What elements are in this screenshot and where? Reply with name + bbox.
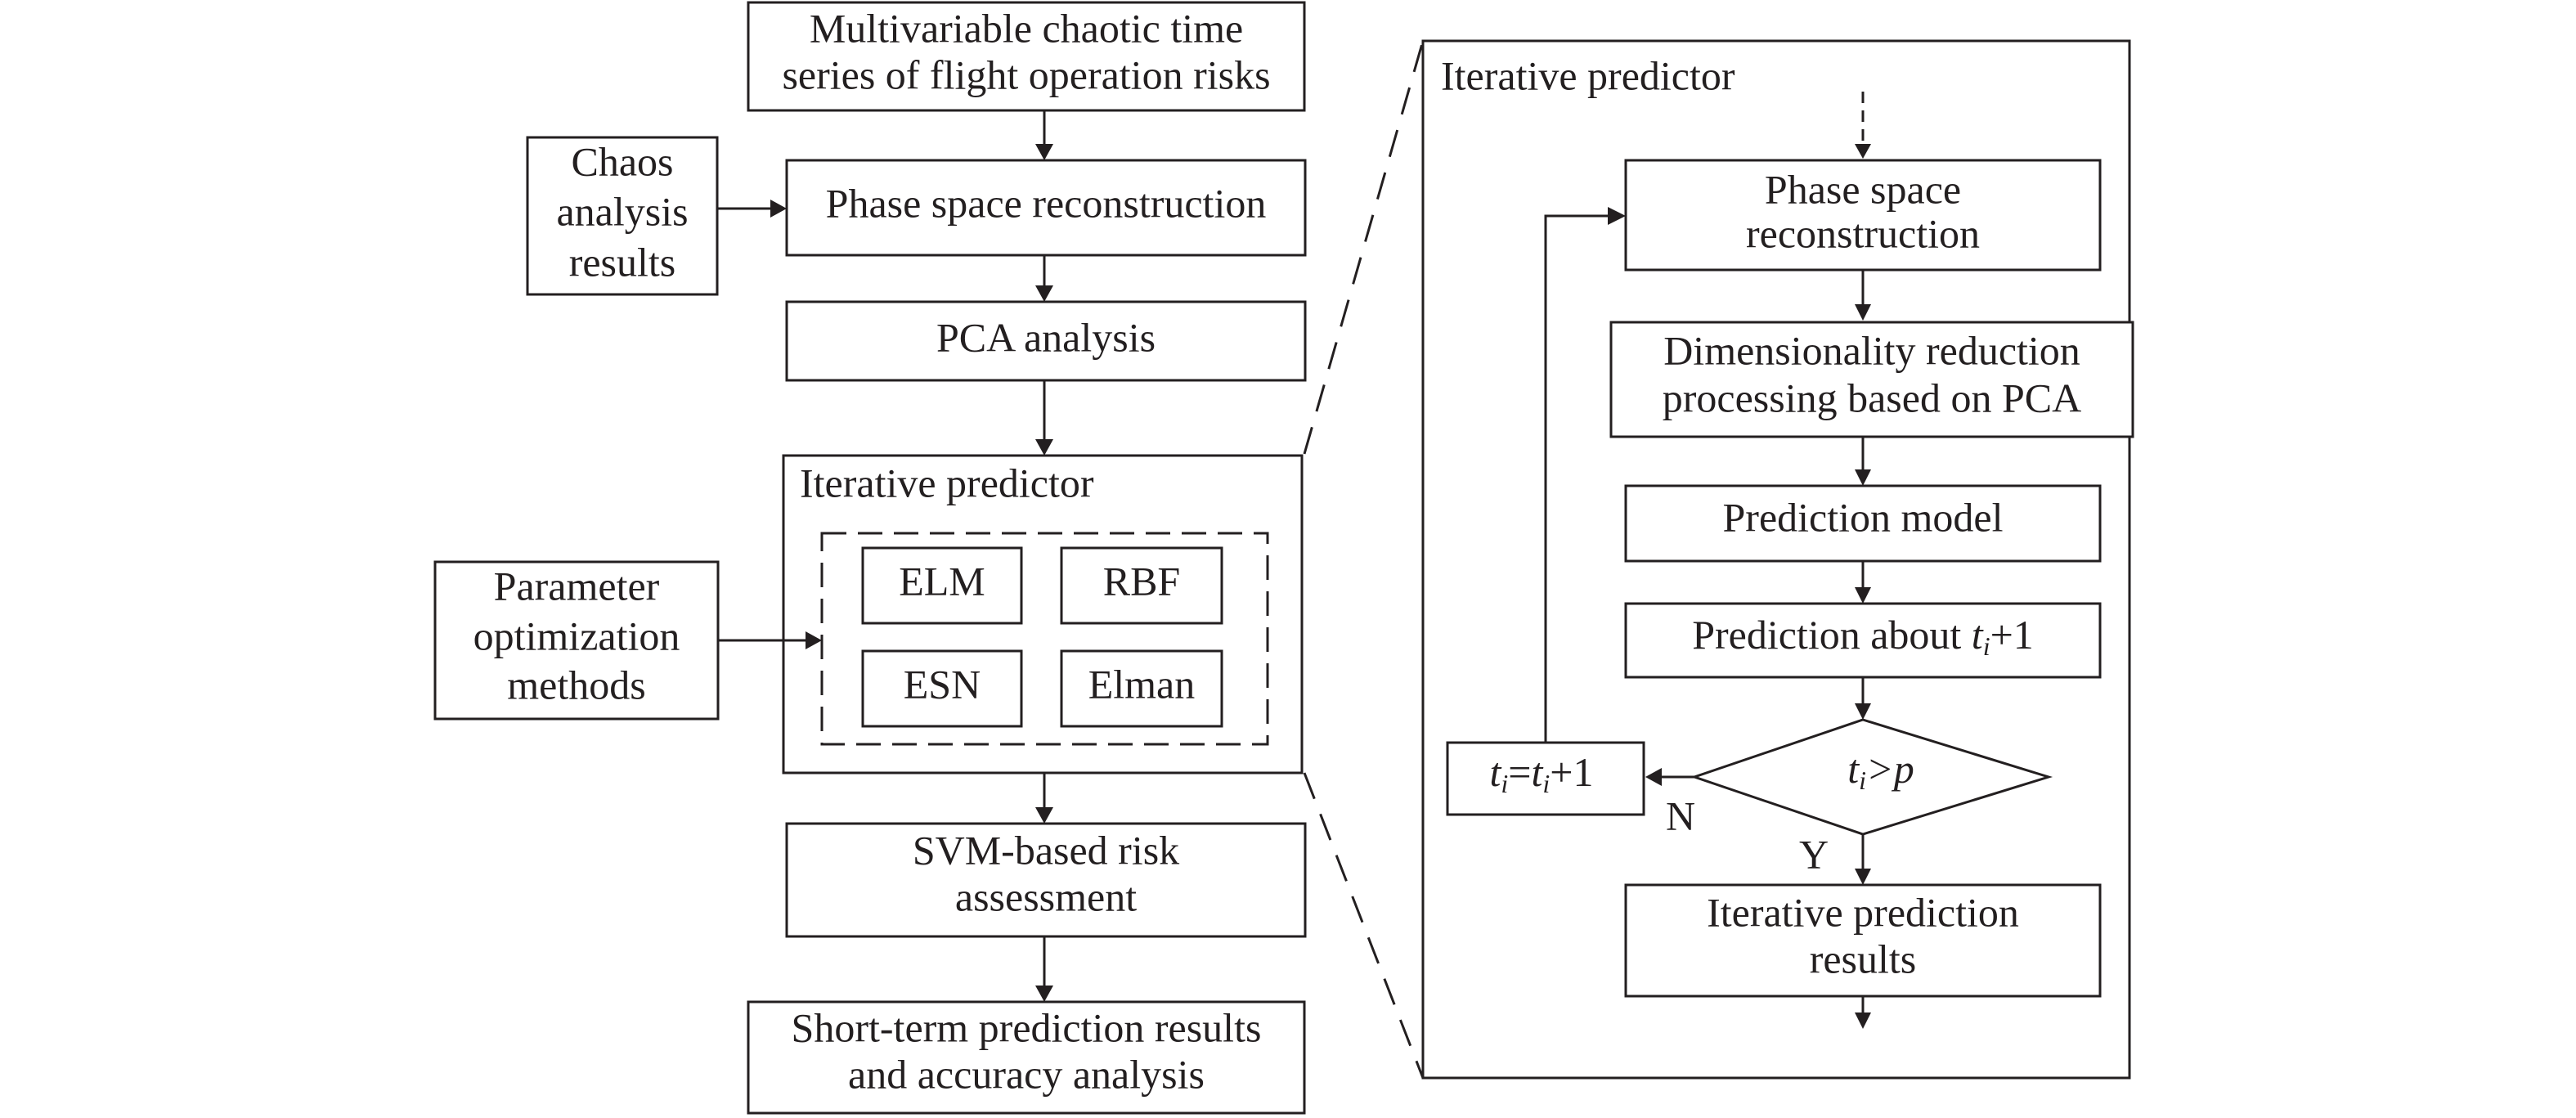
- detail-phase-line1: Phase space: [1765, 166, 1961, 212]
- pca-box: PCA analysis: [785, 300, 1307, 382]
- arrowhead: [1855, 1012, 1871, 1029]
- svm-box: SVM-based risk assessment: [785, 822, 1307, 938]
- zoom-connector-top: [1303, 40, 1425, 455]
- short-term-line2: and accuracy analysis: [848, 1051, 1205, 1097]
- model-esn-box: [861, 649, 1023, 728]
- arrowhead: [1608, 207, 1626, 225]
- model-elm-label: ELM: [899, 558, 985, 604]
- arrowhead: [1035, 807, 1053, 824]
- arrowhead: [1035, 439, 1053, 456]
- chaos-line3: results: [569, 239, 676, 285]
- detail-about-box: [1624, 602, 2102, 679]
- update-sub2: i: [1542, 769, 1550, 798]
- short-term-box: Short-term prediction results and accura…: [747, 1000, 1306, 1115]
- detail-dim-line1: Dimensionality reduction: [1663, 327, 2080, 373]
- detail-model-box: [1624, 484, 2102, 563]
- arrowhead: [806, 631, 822, 649]
- yes-label: Y: [1799, 831, 1829, 877]
- decision-sub: i: [1859, 766, 1866, 795]
- arrowhead: [1855, 703, 1871, 720]
- about-sub: i: [1983, 631, 1990, 661]
- input-series-line1: Multivariable chaotic time: [810, 5, 1243, 51]
- param-opt-line3: methods: [507, 662, 645, 707]
- arrowhead: [1645, 768, 1662, 786]
- param-opt-line1: Parameter: [494, 563, 660, 608]
- svm-line1: SVM-based risk: [913, 827, 1179, 873]
- iterative-predictor-box: Iterative predictor ELM RBF ESN Elman: [782, 454, 1304, 775]
- arrowhead: [1855, 869, 1871, 885]
- arrowhead: [1855, 469, 1871, 486]
- arrowhead: [1855, 587, 1871, 604]
- zoom-connector-bottom: [1303, 772, 1425, 1079]
- arrowhead: [1855, 144, 1871, 159]
- chaos-results-box: Chaos analysis results: [526, 136, 719, 296]
- feedback-loop-line: [1544, 214, 1609, 743]
- update-var1: t: [1490, 749, 1502, 795]
- about-suffix: +1: [1990, 612, 2034, 658]
- update-rest: +1: [1550, 749, 1593, 795]
- input-series-line2: series of flight operation risks: [782, 52, 1270, 97]
- model-elman-label: Elman: [1088, 661, 1196, 707]
- iterative-predictor-title: Iterative predictor: [800, 460, 1094, 505]
- about-var: t: [1972, 612, 1984, 658]
- detail-model-label: Prediction model: [1723, 494, 2004, 540]
- detail-decision-label: ti>p: [1847, 746, 1914, 795]
- detail-phase-box: [1624, 159, 2102, 272]
- pca-label: PCA analysis: [936, 314, 1156, 360]
- update-sub1: i: [1501, 769, 1508, 798]
- model-group-dashed: [820, 532, 1269, 746]
- detail-panel: Iterative predictor Phase space reconstr…: [1421, 39, 2134, 1080]
- chaos-line1: Chaos: [572, 138, 674, 184]
- detail-update-box: [1446, 741, 1645, 816]
- arrowhead: [1035, 986, 1053, 1002]
- phase-space-box: Phase space reconstruction: [785, 159, 1307, 257]
- update-var2: t: [1532, 749, 1544, 795]
- input-series-box: Multivariable chaotic time series of fli…: [747, 1, 1306, 112]
- arrowhead: [1035, 144, 1053, 160]
- detail-title: Iterative predictor: [1441, 52, 1735, 98]
- about-prefix: Prediction about: [1692, 612, 1972, 658]
- arrowhead: [1035, 285, 1053, 302]
- no-label: N: [1666, 792, 1695, 838]
- model-elman-box: [1060, 649, 1223, 728]
- model-esn-label: ESN: [904, 661, 981, 707]
- detail-dim-line2: processing based on PCA: [1663, 375, 2081, 420]
- detail-phase-line2: reconstruction: [1746, 210, 1980, 256]
- arrowhead: [770, 200, 787, 218]
- param-opt-line2: optimization: [473, 613, 680, 658]
- detail-about-label: Prediction about ti+1: [1692, 612, 2034, 661]
- model-rbf-box: [1060, 546, 1223, 625]
- chaos-line2: analysis: [556, 188, 688, 234]
- decision-var: t: [1847, 746, 1860, 792]
- arrowhead: [1855, 304, 1871, 321]
- detail-results-line1: Iterative prediction: [1707, 889, 2019, 935]
- short-term-line1: Short-term prediction results: [792, 1004, 1262, 1050]
- model-rbf-label: RBF: [1103, 558, 1181, 604]
- detail-dim-box: [1609, 321, 2134, 438]
- update-eq: =: [1508, 749, 1531, 795]
- svm-line2: assessment: [955, 873, 1137, 919]
- detail-update-label: ti=ti+1: [1490, 749, 1594, 798]
- param-opt-box: Parameter optimization methods: [433, 560, 720, 721]
- phase-space-label: Phase space reconstruction: [826, 180, 1267, 226]
- detail-results-line2: results: [1810, 936, 1917, 981]
- decision-rest: >p: [1866, 746, 1914, 792]
- model-elm-box: [861, 546, 1023, 625]
